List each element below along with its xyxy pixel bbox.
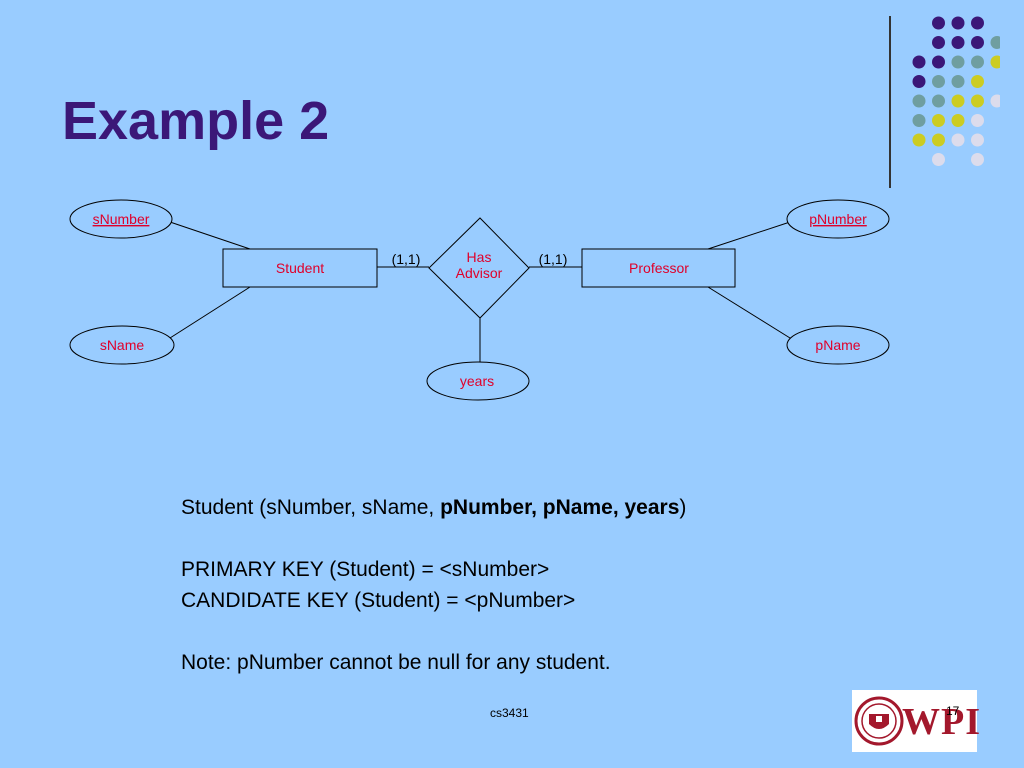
relationship-label-line2: Advisor [456, 265, 503, 281]
attribute-years-label: years [460, 373, 494, 389]
decorative-dot [932, 114, 945, 127]
entity-professor-label: Professor [629, 260, 689, 276]
wpi-logo-text: WPI [902, 701, 981, 743]
decorative-dot [951, 16, 965, 30]
decorative-dot [971, 36, 984, 49]
decorative-dot [971, 75, 984, 88]
connector-pname-professor [707, 286, 791, 339]
relation-schema-plain: Student (sNumber, sName, [181, 496, 441, 519]
attribute-snumber [69, 199, 173, 239]
spacer [181, 616, 686, 647]
decorative-dot [971, 114, 984, 127]
decorative-dot [951, 75, 965, 88]
entity-student-label: Student [276, 260, 324, 276]
attribute-sname-label: sName [100, 337, 145, 353]
decorative-dot [912, 133, 926, 147]
decorative-dot [951, 36, 965, 49]
decorative-dot [971, 94, 984, 108]
decorative-dot [951, 55, 965, 69]
decorative-dot [932, 153, 945, 166]
title-divider-line [889, 16, 891, 188]
connector-snumber-student [169, 221, 251, 250]
relation-schema-bold: pNumber, pName, years [440, 496, 680, 519]
decorative-dot [912, 94, 926, 108]
wpi-logo: WPI [852, 690, 980, 752]
er-diagram: Student Professor Has Advisor (1,1) (1,1… [69, 199, 890, 401]
decorative-dot [971, 16, 984, 30]
entity-professor [581, 248, 736, 288]
relation-schema-line: Student (sNumber, sName, pNumber, pName,… [181, 492, 686, 523]
attribute-snumber-label: sNumber [93, 211, 150, 227]
slide-title: Example 2 [62, 91, 330, 151]
decorative-dot [932, 16, 945, 30]
decorative-dot [912, 114, 926, 127]
note-line: Note: pNumber cannot be null for any stu… [181, 651, 611, 674]
decorative-dot [951, 94, 965, 108]
decorative-dot [932, 94, 945, 108]
decorative-dot [951, 114, 965, 127]
cardinality-right: (1,1) [539, 251, 568, 267]
decorative-dot [990, 94, 1000, 108]
decorative-dot [951, 133, 965, 147]
spacer [181, 523, 686, 554]
attribute-pname [786, 325, 890, 365]
cardinality-left: (1,1) [392, 251, 421, 267]
relation-schema-end: ) [679, 496, 687, 519]
decorative-dot [971, 133, 984, 147]
attribute-sname [69, 325, 175, 365]
wpi-seal-icon [854, 696, 904, 746]
candidate-key-line: CANDIDATE KEY (Student) = <pNumber> [181, 589, 576, 612]
attribute-pnumber [786, 199, 890, 239]
decorative-dot [932, 75, 945, 88]
entity-student [222, 248, 378, 288]
attribute-pnumber-label: pNumber [809, 211, 867, 227]
footer-course-code: cs3431 [490, 706, 529, 720]
relationship-has-advisor [428, 217, 530, 319]
relationship-label-line1: Has [467, 249, 492, 265]
primary-key-line: PRIMARY KEY (Student) = <sNumber> [181, 558, 550, 581]
page-number: 17 [946, 704, 960, 718]
decorative-dot [990, 55, 1000, 69]
connector-sname-student [169, 286, 251, 339]
decorative-dot [932, 36, 945, 49]
attribute-pname-label: pName [815, 337, 860, 353]
attribute-years [426, 361, 530, 401]
decorative-dot [912, 55, 926, 69]
decorative-dot [932, 55, 945, 69]
schema-text-block: Student (sNumber, sName, pNumber, pName,… [181, 492, 686, 678]
decorative-dot [990, 36, 1000, 49]
decorative-dot [971, 55, 984, 69]
decorative-dot [971, 153, 984, 166]
decorative-dot [912, 75, 926, 88]
decorative-dot-grid [912, 16, 1000, 166]
connector-pnumber-professor [707, 221, 791, 250]
decorative-dot [932, 133, 945, 147]
